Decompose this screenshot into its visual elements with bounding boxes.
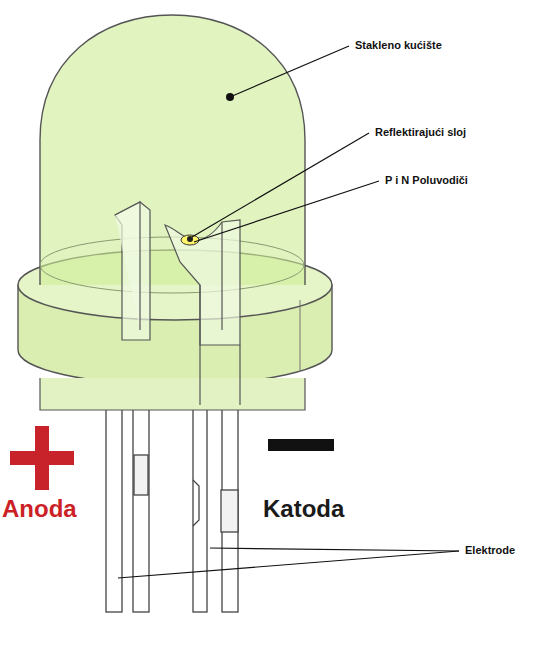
minus-symbol [268, 439, 334, 451]
part-label: P i N Poluvodiči [385, 174, 468, 186]
part-label: Reflektirajući sloj [375, 126, 466, 138]
leader-lines [118, 46, 459, 578]
leader-dot [226, 93, 234, 101]
plus-symbol [10, 426, 74, 490]
terminal-label: Katoda [263, 496, 344, 522]
terminal-label: Anoda [2, 496, 77, 522]
led-legs [106, 405, 238, 612]
part-label: Elektrode [465, 544, 515, 556]
led-chip [181, 235, 199, 245]
part-label: Stakleno kućište [355, 39, 442, 51]
